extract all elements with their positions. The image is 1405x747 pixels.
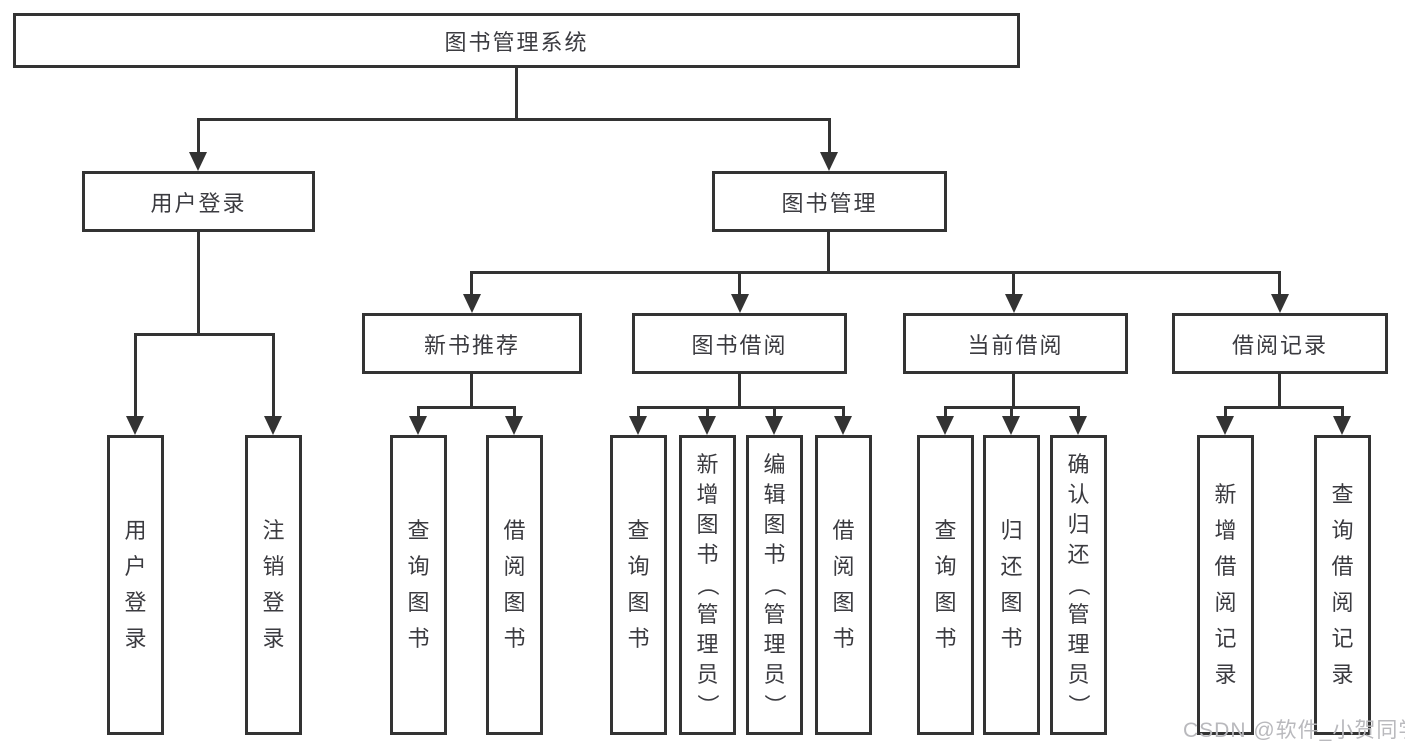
leaf-query-borrow-record-label: 查询借阅记录 xyxy=(1331,482,1354,687)
connector-line xyxy=(1010,406,1013,418)
connector-line xyxy=(842,406,845,418)
node-borrowing-records: 借阅记录 xyxy=(1172,313,1388,374)
connector-line xyxy=(738,372,741,408)
node-borrowing-records-label: 借阅记录 xyxy=(1231,332,1328,358)
connector-line xyxy=(637,406,845,409)
leaf-confirm-return-admin-label: 确认归还（管理员） xyxy=(1066,452,1092,717)
arrowhead-down-icon xyxy=(505,416,523,435)
arrowhead-down-icon xyxy=(409,416,427,435)
leaf-query-borrow-record: 查询借阅记录 xyxy=(1314,435,1371,735)
connector-line xyxy=(470,372,473,408)
node-current-borrowing: 当前借阅 xyxy=(903,313,1128,374)
leaf-query-books-recommend: 查询图书 xyxy=(390,435,447,735)
arrowhead-down-icon xyxy=(1271,294,1289,313)
leaf-add-book-admin: 新增图书（管理员） xyxy=(679,435,736,735)
leaf-add-book-admin-label: 新增图书（管理员） xyxy=(695,452,721,717)
leaf-borrow-books-borrowing-label: 借阅图书 xyxy=(832,518,855,651)
leaf-edit-book-admin-label: 编辑图书（管理员） xyxy=(762,452,788,717)
connector-line xyxy=(944,406,947,418)
node-new-book-recommend-label: 新书推荐 xyxy=(423,332,520,358)
watermark: CSDN @软件_小贺同学 xyxy=(1183,719,1405,742)
arrowhead-down-icon xyxy=(264,416,282,435)
connector-line xyxy=(1224,406,1344,409)
arrowhead-down-icon xyxy=(463,294,481,313)
connector-line xyxy=(134,333,137,417)
connector-line xyxy=(827,231,830,273)
connector-line xyxy=(197,118,831,121)
connector-line xyxy=(513,406,516,418)
connector-line xyxy=(1012,372,1015,408)
node-root-label: 图书管理系统 xyxy=(444,29,589,55)
arrowhead-down-icon xyxy=(1005,294,1023,313)
node-user-login: 用户登录 xyxy=(82,171,315,232)
connector-line xyxy=(417,406,420,418)
leaf-borrow-books-borrowing: 借阅图书 xyxy=(815,435,872,735)
connector-line xyxy=(1077,406,1080,418)
arrowhead-down-icon xyxy=(834,416,852,435)
connector-line xyxy=(828,118,831,156)
leaf-query-books-recommend-label: 查询图书 xyxy=(407,518,430,651)
leaf-user-login-label: 用户登录 xyxy=(124,518,147,651)
connector-line xyxy=(738,271,741,295)
node-current-borrowing-label: 当前借阅 xyxy=(967,332,1064,358)
leaf-add-borrow-record-label: 新增借阅记录 xyxy=(1214,482,1237,687)
leaf-borrow-books-recommend: 借阅图书 xyxy=(486,435,543,735)
node-root: 图书管理系统 xyxy=(13,13,1020,68)
leaf-confirm-return-admin: 确认归还（管理员） xyxy=(1050,435,1107,735)
connector-line xyxy=(1224,406,1227,418)
connector-line xyxy=(637,406,640,418)
connector-line xyxy=(470,271,473,295)
arrowhead-down-icon xyxy=(189,152,207,171)
leaf-logout-label: 注销登录 xyxy=(262,518,285,651)
connector-line xyxy=(706,406,709,418)
node-book-management: 图书管理 xyxy=(712,171,947,232)
leaf-query-books-borrowing-label: 查询图书 xyxy=(627,518,650,651)
leaf-query-books-current-label: 查询图书 xyxy=(934,518,957,651)
leaf-user-login: 用户登录 xyxy=(107,435,164,735)
node-user-login-label: 用户登录 xyxy=(150,190,247,216)
connector-line xyxy=(1278,372,1281,408)
connector-line xyxy=(470,271,1281,274)
arrowhead-down-icon xyxy=(1216,416,1234,435)
arrowhead-down-icon xyxy=(765,416,783,435)
arrowhead-down-icon xyxy=(698,416,716,435)
leaf-return-books-label: 归还图书 xyxy=(1000,518,1023,651)
arrowhead-down-icon xyxy=(1002,416,1020,435)
leaf-return-books: 归还图书 xyxy=(983,435,1040,735)
leaf-add-borrow-record: 新增借阅记录 xyxy=(1197,435,1254,735)
connector-line xyxy=(1012,271,1015,295)
connector-line xyxy=(417,406,516,409)
connector-line xyxy=(197,231,200,335)
leaf-logout: 注销登录 xyxy=(245,435,302,735)
connector-line xyxy=(1341,406,1344,418)
connector-line xyxy=(773,406,776,418)
node-book-management-label: 图书管理 xyxy=(781,190,878,216)
node-book-borrowing: 图书借阅 xyxy=(632,313,847,374)
arrowhead-down-icon xyxy=(126,416,144,435)
connector-line xyxy=(1278,271,1281,295)
node-book-borrowing-label: 图书借阅 xyxy=(691,332,788,358)
arrowhead-down-icon xyxy=(629,416,647,435)
connector-line xyxy=(197,118,200,156)
arrowhead-down-icon xyxy=(1333,416,1351,435)
leaf-query-books-current: 查询图书 xyxy=(917,435,974,735)
leaf-edit-book-admin: 编辑图书（管理员） xyxy=(746,435,803,735)
arrowhead-down-icon xyxy=(936,416,954,435)
arrowhead-down-icon xyxy=(1069,416,1087,435)
connector-line xyxy=(134,333,275,336)
leaf-borrow-books-recommend-label: 借阅图书 xyxy=(503,518,526,651)
arrowhead-down-icon xyxy=(820,152,838,171)
leaf-query-books-borrowing: 查询图书 xyxy=(610,435,667,735)
arrowhead-down-icon xyxy=(731,294,749,313)
connector-line xyxy=(515,68,518,119)
node-new-book-recommend: 新书推荐 xyxy=(362,313,582,374)
connector-line xyxy=(272,333,275,417)
